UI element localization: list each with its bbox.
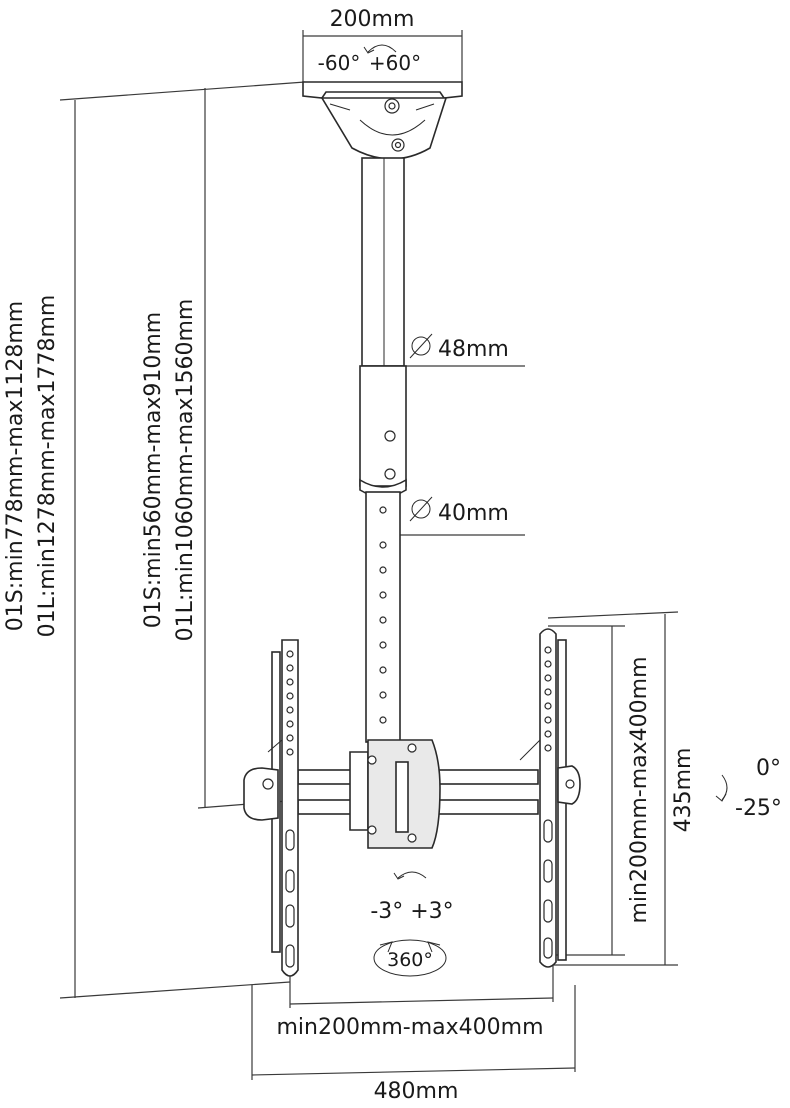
right-vesa-bracket xyxy=(519,628,581,968)
ceiling-plate xyxy=(302,81,463,160)
pole-height-s-label: 01S:min560mm-max910mm xyxy=(141,312,166,628)
rotation-icon xyxy=(373,939,447,977)
left-vesa-bracket xyxy=(243,639,299,977)
pole-height-l-label: 01L:min1060mm-max1560mm xyxy=(173,299,198,642)
tilt-up-label: 0° xyxy=(756,756,781,781)
upper-tube xyxy=(361,157,405,367)
swivel-right-label: +60° xyxy=(369,51,421,75)
vesa-horizontal-label: min200mm-max400mm xyxy=(276,1015,543,1040)
diameter-icon xyxy=(409,333,433,359)
rotation-label: 360° xyxy=(387,949,433,971)
tube-outer-label: 48mm xyxy=(438,337,509,362)
tube-inner-label: 40mm xyxy=(438,501,509,526)
tilt-arrow-icon xyxy=(715,774,728,802)
tilt-head xyxy=(349,739,441,849)
level-adjust-label: -3° +3° xyxy=(370,899,453,924)
adjustment-sleeve xyxy=(359,365,407,498)
top-width-label: 200mm xyxy=(330,7,415,32)
level-arrow-icon xyxy=(393,871,427,880)
vesa-vertical-label: min200mm-max400mm xyxy=(627,656,652,923)
total-height-l-label: 01L:min1278mm-max1778mm xyxy=(35,295,60,638)
total-height-s-label: 01S:min778mm-max1128mm xyxy=(3,301,28,631)
bracket-height-label: 435mm xyxy=(671,748,696,833)
swivel-arrow-icon xyxy=(363,44,397,54)
total-width-label: 480mm xyxy=(374,1079,459,1104)
inner-tube xyxy=(365,491,401,743)
tilt-down-label: -25° xyxy=(735,796,782,821)
swivel-left-label: -60° xyxy=(318,51,361,75)
mount-hardware xyxy=(243,81,581,977)
diameter-icon xyxy=(409,496,433,522)
